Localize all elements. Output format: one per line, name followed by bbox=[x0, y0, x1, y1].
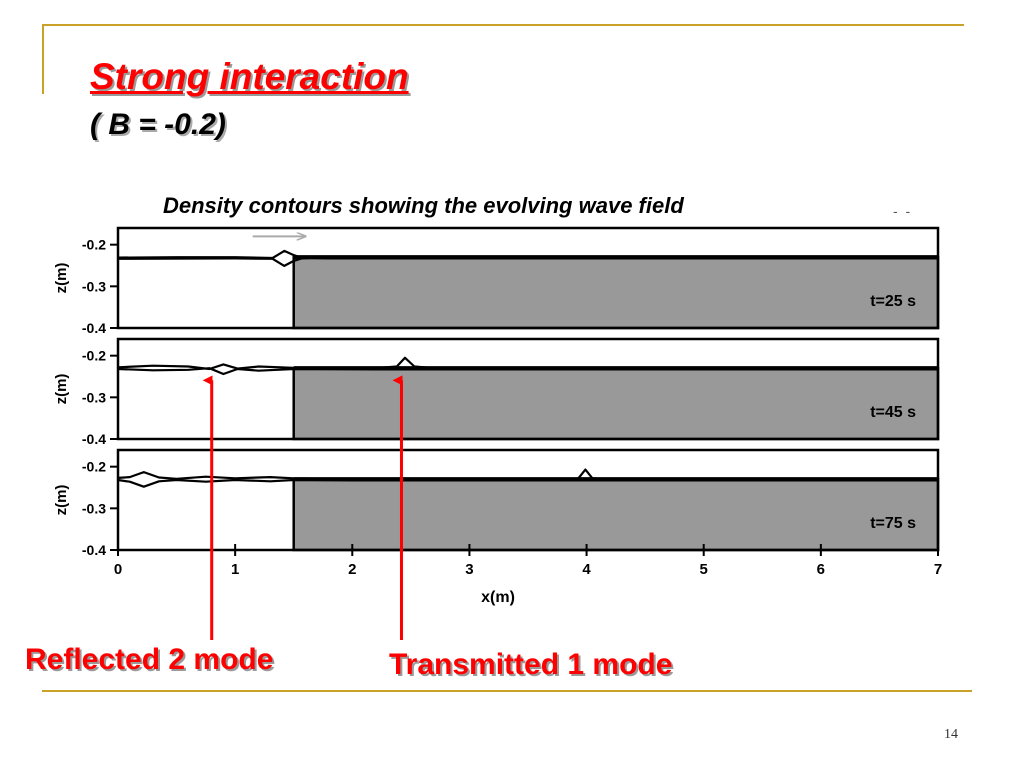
y-tick-label: -0.4 bbox=[82, 320, 106, 336]
y-axis-label: z(m) bbox=[53, 485, 70, 516]
x-axis-label: x(m) bbox=[481, 589, 515, 606]
panel-time-label-2: t=45 s bbox=[870, 404, 916, 421]
y-tick-label: -0.3 bbox=[82, 389, 106, 405]
page-number: 14 bbox=[944, 727, 958, 742]
caption-mark: - - bbox=[893, 203, 913, 219]
slide-subtitle: ( B = -0.2) bbox=[90, 108, 226, 141]
panel-frame-2 bbox=[116, 337, 940, 441]
x-tick-label: 4 bbox=[582, 561, 591, 578]
reflected-mode-label: Reflected 2 mode bbox=[25, 643, 274, 676]
panel-time-label-1: t=25 s bbox=[870, 293, 916, 310]
slide-title: Strong interaction bbox=[90, 56, 409, 97]
panel-frame-3 bbox=[116, 448, 940, 552]
x-tick-label: 6 bbox=[817, 561, 825, 578]
y-tick-label: -0.2 bbox=[82, 237, 106, 253]
panel-time-label-3: t=75 s bbox=[870, 515, 916, 532]
slide-frame-bottom bbox=[42, 690, 972, 692]
step-region-2 bbox=[292, 366, 940, 441]
x-tick-label: 7 bbox=[934, 561, 942, 578]
y-tick-label: -0.2 bbox=[82, 459, 106, 475]
slide-frame-left bbox=[42, 24, 44, 94]
y-tick-label: -0.3 bbox=[82, 278, 106, 294]
interface-upper-3 bbox=[117, 468, 938, 481]
x-tick-label: 0 bbox=[114, 561, 122, 578]
x-tick-label: 2 bbox=[348, 561, 356, 578]
y-axis-label: z(m) bbox=[53, 263, 70, 294]
y-tick-label: -0.4 bbox=[82, 431, 106, 447]
x-tick-label: 1 bbox=[231, 561, 239, 578]
step-region-1 bbox=[292, 255, 940, 330]
y-tick-label: -0.4 bbox=[82, 542, 106, 558]
chart-caption: Density contours showing the evolving wa… bbox=[163, 193, 684, 218]
transmitted-mode-label: Transmitted 1 mode bbox=[389, 648, 673, 681]
x-tick-label: 3 bbox=[465, 561, 473, 578]
x-tick-label: 5 bbox=[700, 561, 708, 578]
y-axis-label: z(m) bbox=[53, 374, 70, 405]
slide-frame-top bbox=[42, 24, 964, 26]
y-tick-label: -0.2 bbox=[82, 348, 106, 364]
step-region-3 bbox=[292, 477, 940, 552]
panel-frame-1 bbox=[116, 226, 940, 330]
y-tick-label: -0.3 bbox=[82, 500, 106, 516]
